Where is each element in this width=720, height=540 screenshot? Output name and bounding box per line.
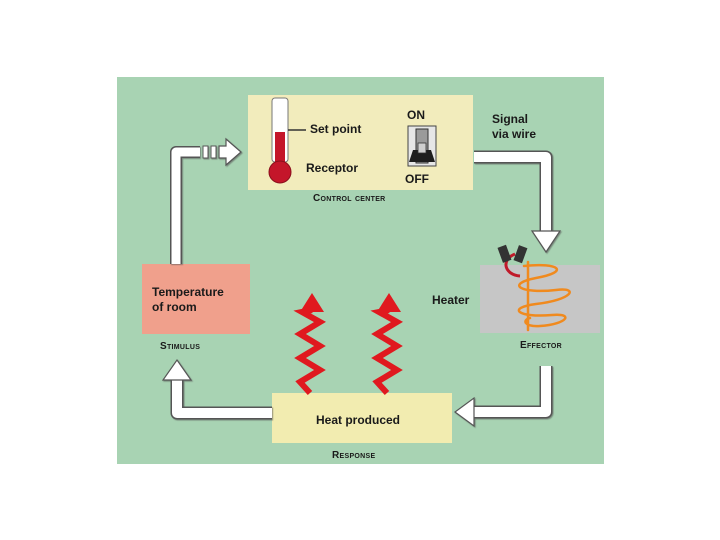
heat-wave-arrow-left — [293, 293, 326, 396]
control-center-caption: Control center — [313, 193, 386, 204]
set-point-label: Set point — [310, 122, 362, 136]
switch-on-label: ON — [407, 108, 425, 122]
heater-coil-icon — [497, 244, 571, 332]
stimulus-box — [142, 264, 250, 334]
response-caption: Response — [332, 450, 376, 461]
receptor-label: Receptor — [306, 161, 359, 175]
heater-label: Heater — [432, 293, 470, 307]
stimulus-caption: Stimulus — [160, 341, 201, 352]
stimulus-label-line2: of room — [152, 300, 197, 314]
on-off-switch-icon — [407, 125, 437, 167]
effector-caption: Effector — [520, 340, 562, 351]
signal-label-line2: via wire — [492, 127, 537, 141]
response-label: Heat produced — [316, 413, 401, 427]
stimulus-label-line1: Temperature — [152, 285, 224, 299]
thermometer-icon — [268, 97, 306, 184]
arrow-effector-to-response — [453, 366, 553, 428]
arrow-stimulus-to-control — [170, 137, 242, 264]
signal-label-line1: Signal — [492, 112, 529, 126]
response-box — [272, 393, 452, 443]
heat-wave-arrow-right — [370, 293, 403, 396]
arrow-control-to-effector — [474, 150, 562, 254]
arrow-response-to-stimulus — [161, 358, 272, 420]
switch-off-label: OFF — [405, 172, 429, 186]
